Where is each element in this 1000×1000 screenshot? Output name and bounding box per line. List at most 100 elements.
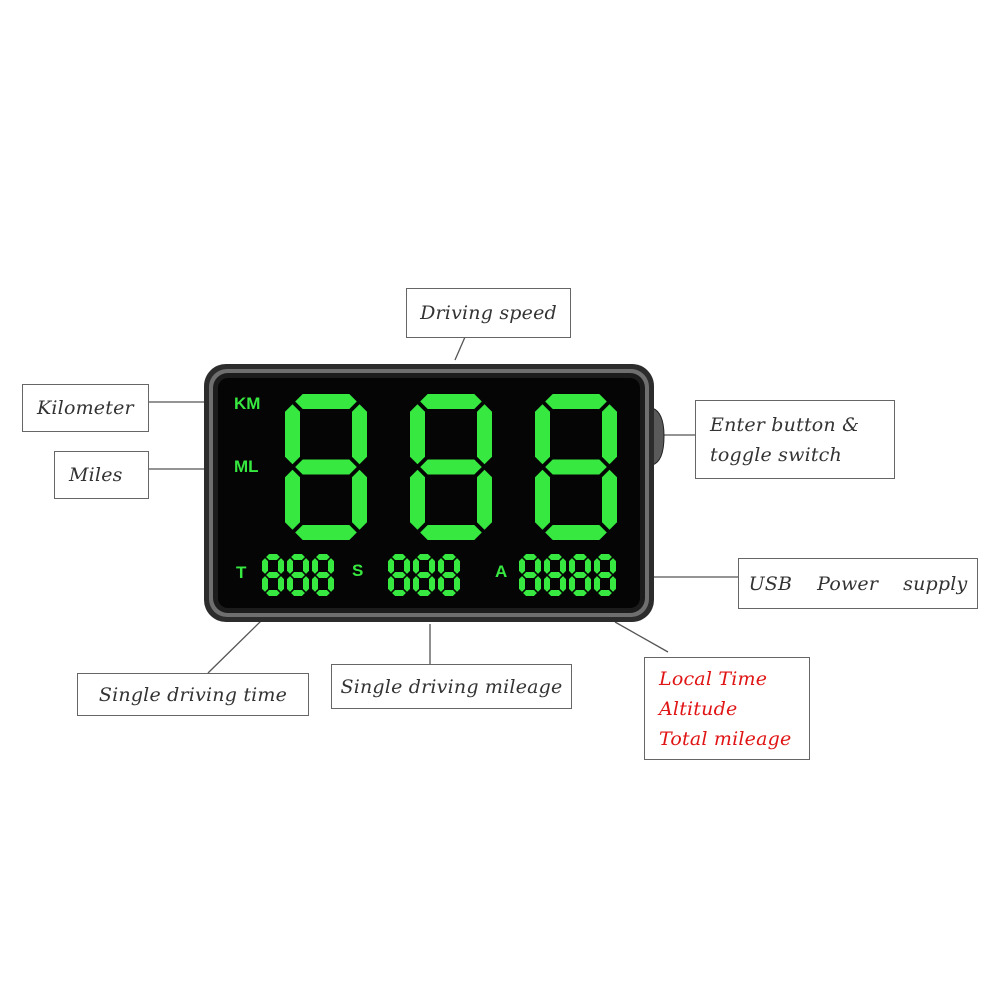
segment-e — [519, 576, 525, 592]
segment-b — [328, 558, 334, 574]
segment-a — [417, 554, 431, 560]
digit-big-2 — [535, 394, 617, 540]
unit-km-label: KM — [234, 394, 260, 413]
segment-c — [454, 576, 460, 592]
segment-c — [328, 576, 334, 592]
segment-g — [573, 572, 587, 578]
leader-lines — [148, 336, 738, 674]
segment-d — [392, 590, 406, 596]
digit-small-s-0 — [388, 554, 410, 596]
segment-d — [266, 590, 280, 596]
segment-f — [312, 558, 318, 574]
callout-kilometer: Kilometer — [22, 384, 149, 432]
segment-e — [438, 576, 444, 592]
segment-f — [287, 558, 293, 574]
segment-f — [438, 558, 444, 574]
segment-c — [477, 469, 492, 530]
segment-d — [523, 590, 537, 596]
segment-f — [285, 404, 300, 465]
callout-driving-speed-text: Driving speed — [420, 302, 557, 324]
segment-a — [291, 554, 305, 560]
callout-altitude: Altitude — [659, 697, 738, 720]
digit-small-a-0 — [519, 554, 541, 596]
callout-usb-power-text: USB Power supply — [748, 572, 968, 595]
segment-a — [266, 554, 280, 560]
single-time-readout — [262, 554, 334, 596]
segment-f — [594, 558, 600, 574]
segment-b — [303, 558, 309, 574]
callout-enter-line-2: toggle switch — [710, 443, 842, 466]
segment-a — [523, 554, 537, 560]
segment-c — [610, 576, 616, 592]
segment-f — [569, 558, 575, 574]
segment-d — [417, 590, 431, 596]
segment-d — [598, 590, 612, 596]
local-info-readout — [519, 554, 616, 596]
segment-b — [352, 404, 367, 465]
speed-readout — [285, 394, 617, 540]
segment-a — [573, 554, 587, 560]
unit-ml-label: ML — [234, 457, 259, 476]
segment-g — [392, 572, 406, 578]
callout-total-mileage: Total mileage — [659, 727, 792, 750]
segment-a — [548, 554, 562, 560]
callout-miles: Miles — [54, 451, 149, 499]
segment-b — [429, 558, 435, 574]
segment-f — [535, 404, 550, 465]
leader-single-time — [207, 619, 263, 674]
segment-b — [610, 558, 616, 574]
segment-c — [585, 576, 591, 592]
segment-d — [545, 525, 607, 540]
segment-b — [404, 558, 410, 574]
leader-driving-speed — [454, 336, 466, 361]
segment-e — [413, 576, 419, 592]
label-a: A — [495, 562, 507, 581]
segment-d — [573, 590, 587, 596]
segment-c — [278, 576, 284, 592]
callout-driving-speed: Driving speed — [406, 288, 571, 338]
callout-single-driving-mileage-text: Single driving mileage — [340, 675, 563, 698]
label-t: T — [236, 563, 247, 582]
segment-d — [548, 590, 562, 596]
callout-local-info: Local Time Altitude Total mileage — [644, 657, 810, 760]
segment-a — [442, 554, 456, 560]
digit-big-0 — [285, 394, 367, 540]
segment-d — [291, 590, 305, 596]
callout-miles-text: Miles — [69, 464, 123, 486]
segment-g — [420, 459, 482, 475]
segment-c — [429, 576, 435, 592]
segment-e — [544, 576, 550, 592]
segment-a — [316, 554, 330, 560]
segment-b — [454, 558, 460, 574]
segment-b — [278, 558, 284, 574]
segment-b — [602, 404, 617, 465]
segment-g — [266, 572, 280, 578]
callout-single-driving-time: Single driving time — [77, 673, 309, 716]
segment-e — [287, 576, 293, 592]
segment-f — [388, 558, 394, 574]
segment-d — [295, 525, 357, 540]
single-mileage-readout — [388, 554, 460, 596]
segment-f — [410, 404, 425, 465]
digit-small-s-2 — [438, 554, 460, 596]
segment-g — [291, 572, 305, 578]
callout-single-driving-mileage: Single driving mileage — [331, 664, 572, 709]
enter-knob[interactable] — [651, 407, 665, 466]
segment-e — [388, 576, 394, 592]
segment-c — [303, 576, 309, 592]
segment-c — [352, 469, 367, 530]
segment-g — [316, 572, 330, 578]
segment-a — [295, 394, 357, 409]
segment-e — [312, 576, 318, 592]
segment-e — [285, 469, 300, 530]
callout-local-time: Local Time — [659, 667, 768, 690]
segment-d — [420, 525, 482, 540]
segment-c — [560, 576, 566, 592]
callout-enter-button: Enter button & toggle switch — [695, 400, 895, 479]
segment-f — [262, 558, 268, 574]
segment-g — [545, 459, 607, 475]
segment-e — [594, 576, 600, 592]
segment-g — [442, 572, 456, 578]
